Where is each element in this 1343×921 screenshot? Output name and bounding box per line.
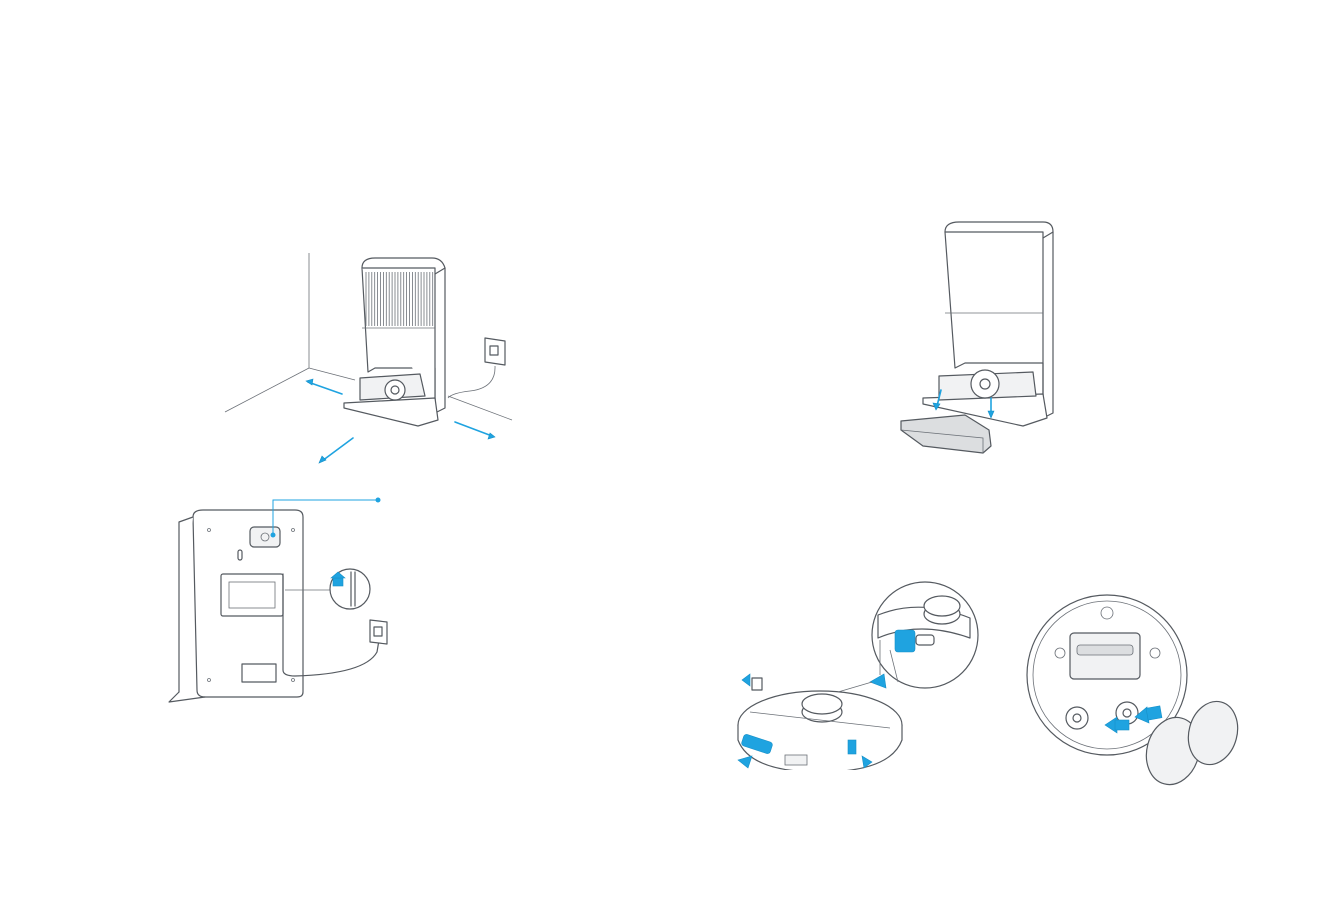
ramp-install-illustration [893,218,1063,458]
wall-socket-icon [370,620,387,644]
docking-station-icon [344,258,445,426]
docking-station-icon [923,222,1053,426]
station-placement-illustration [220,248,530,468]
bumper-zoom-icon [872,582,978,688]
robot-vacuum-icon [738,691,902,770]
robot-clips-illustration [730,580,990,770]
mop-pads-illustration [1025,593,1250,788]
station-back-cable-illustration [165,492,395,707]
wall-socket-icon [448,338,505,398]
ramp-plate-icon [901,415,991,453]
